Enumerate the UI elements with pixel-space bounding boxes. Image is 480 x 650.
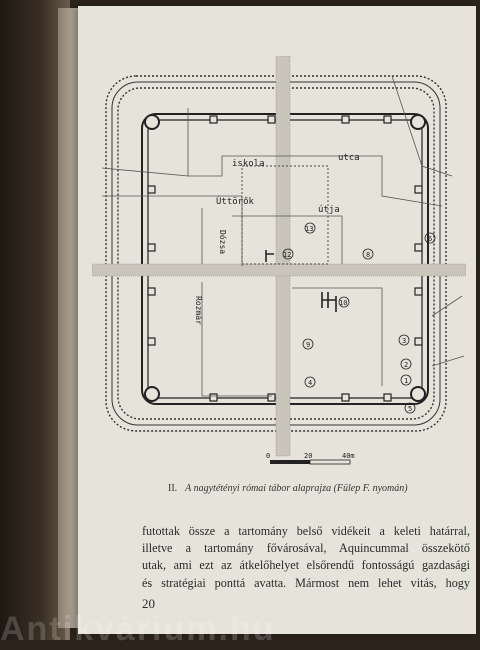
interval-towers bbox=[147, 115, 423, 402]
scale-tick-40: 40m bbox=[342, 452, 355, 460]
scale-tick-0: 0 bbox=[266, 452, 270, 460]
road-east-west bbox=[92, 263, 466, 277]
book-page: iskola utca Úttörők útja Dózsa Rozmár 13… bbox=[78, 6, 476, 634]
marker-10: 10 bbox=[339, 299, 347, 307]
corner-tower-se bbox=[410, 386, 426, 402]
street-label-uttorok: Úttörők bbox=[216, 195, 255, 207]
marker-6: 6 bbox=[428, 235, 432, 243]
marker-13: 13 bbox=[305, 225, 313, 233]
building-ruins bbox=[265, 250, 337, 312]
marker-2: 2 bbox=[404, 361, 408, 369]
watermark: Antikvárium.hu bbox=[0, 610, 276, 648]
corner-tower-nw bbox=[144, 114, 160, 130]
marker-4: 4 bbox=[308, 379, 312, 387]
corner-tower-sw bbox=[144, 386, 160, 402]
marker-3: 3 bbox=[402, 337, 406, 345]
figure-number: II. bbox=[168, 483, 178, 494]
street-label-utja: útja bbox=[318, 205, 340, 215]
marker-12: 12 bbox=[283, 251, 291, 259]
body-line: és stratégiai ponttá avatta. Mármost nem… bbox=[142, 575, 470, 590]
body-paragraph: futottak össze a tartomány belső vidékei… bbox=[142, 523, 470, 592]
figure-caption: II. A nagytétényi római tábor alaprajza (… bbox=[168, 483, 468, 494]
marker-5: 5 bbox=[408, 405, 412, 413]
figure-caption-text: A nagytétényi római tábor alaprajza (Fül… bbox=[185, 483, 408, 494]
body-line: futottak össze a tartomány belső vidékei… bbox=[142, 524, 470, 538]
page-number: 20 bbox=[142, 596, 155, 611]
scale-tick-20: 20 bbox=[304, 452, 312, 460]
corner-tower-ne bbox=[410, 114, 426, 130]
street-label-utca: utca bbox=[338, 153, 360, 163]
body-line: illetve a tartomány fővárosával, Aquincu… bbox=[142, 541, 470, 556]
roman-fort-plan: iskola utca Úttörők útja Dózsa Rozmár 13… bbox=[92, 56, 466, 465]
site-markers: 13 12 8 10 9 4 3 2 1 5 6 bbox=[282, 222, 436, 414]
street-label-rozmar: Rozmár bbox=[194, 296, 203, 325]
marker-9: 9 bbox=[306, 341, 310, 349]
modern-streets bbox=[101, 75, 465, 397]
body-line: utak, ami ezt az átkelőhelyet elsőrendű … bbox=[142, 558, 470, 573]
street-label-dozsa: Dózsa bbox=[218, 230, 228, 254]
marker-1: 1 bbox=[404, 377, 408, 385]
street-label-iskola: iskola bbox=[232, 159, 265, 169]
marker-8: 8 bbox=[366, 251, 370, 259]
scale-bar: 0 20 40m bbox=[266, 452, 355, 465]
